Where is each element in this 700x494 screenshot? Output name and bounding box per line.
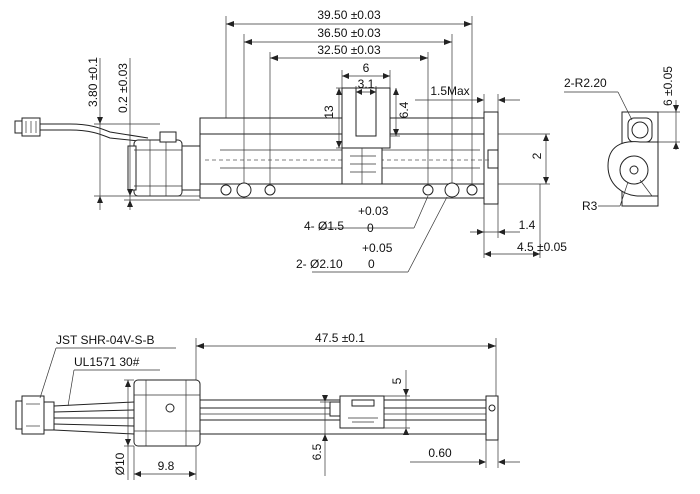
side-base-offset-label: 6.5 — [310, 443, 324, 460]
dim-right: 2 1.4 4.5 ±0.05 — [470, 133, 567, 258]
top-extension-lines — [225, 16, 473, 185]
end-view: 6 ±0.05 2-R2.20 R3 — [564, 66, 680, 213]
top-motor-body — [127, 131, 203, 197]
side-plate-thickness-label: 0.60 — [428, 446, 452, 460]
hole-callout-small: 4- Ø1.5 +0.03 0 — [304, 195, 429, 235]
top-view: 39.50 ±0.03 36.50 ±0.03 32.50 ±0.03 6 — [14, 8, 567, 273]
side-body-length-label: 9.8 — [158, 459, 175, 473]
hole-large-tol-lower: 0 — [368, 257, 375, 271]
side-diameter-label: Ø10 — [113, 452, 127, 475]
dim-total: 39.50 ±0.03 — [226, 8, 472, 27]
end-r3-label: R3 — [582, 199, 598, 213]
dim-mid-label: 36.50 ±0.03 — [317, 26, 381, 40]
hole-small-tol-upper: +0.03 — [358, 204, 389, 218]
dim-shaft-offset-label: 0.2 ±0.03 — [116, 63, 130, 113]
dim-slot-depth: 6.4 — [390, 88, 411, 137]
top-slider — [341, 87, 391, 185]
dim-stroke-gap-label: 1.5Max — [430, 84, 469, 98]
dim-inner-label: 32.50 ±0.03 — [317, 43, 381, 57]
dim-slot-outer-label: 6 — [363, 61, 370, 75]
dim-slot-inner: 3.1 — [356, 77, 376, 95]
dim-slot-inner-label: 3.1 — [358, 77, 375, 91]
hole-small-label: 4- Ø1.5 — [304, 219, 344, 233]
end-radius-label: 2-R2.20 — [564, 76, 607, 90]
dim-slot-outer: 6 — [342, 61, 390, 79]
side-view: JST SHR-04V-S-B UL1571 30# 47.5 ±0.1 Ø10… — [15, 331, 520, 480]
side-slider-height-label: 5 — [390, 377, 404, 384]
hole-small-tol-lower: 0 — [367, 221, 374, 235]
dim-right-width-label: 4.5 ±0.05 — [517, 240, 567, 254]
hole-large-label: 2- Ø2.10 — [296, 257, 343, 271]
dim-right-height-label: 2 — [530, 152, 544, 159]
dim-left-offsets: 3.80 ±0.1 0.2 ±0.03 — [86, 57, 200, 210]
dim-total-label: 39.50 ±0.03 — [317, 8, 381, 22]
dim-slot-height: 13 — [322, 87, 342, 149]
hole-callout-large: 2- Ø2.10 +0.05 0 — [296, 196, 448, 273]
end-height-label: 6 ±0.05 — [661, 66, 675, 106]
dim-stroke-gap: 1.5Max — [415, 84, 520, 112]
hole-large-tol-upper: +0.05 — [362, 241, 393, 255]
top-connector — [14, 117, 149, 143]
dim-inner: 32.50 ±0.03 — [270, 43, 428, 61]
dim-slot-height-label: 13 — [322, 105, 336, 119]
dim-right-small-label: 1.4 — [519, 218, 536, 232]
side-wire-label: UL1571 30# — [74, 355, 140, 369]
side-length-label: 47.5 ±0.1 — [315, 331, 365, 345]
dim-mid: 36.50 ±0.03 — [244, 26, 452, 45]
dim-slot-depth-label: 6.4 — [397, 101, 411, 118]
dim-wire-offset-label: 3.80 ±0.1 — [86, 57, 100, 107]
side-connector-label: JST SHR-04V-S-B — [56, 333, 154, 347]
